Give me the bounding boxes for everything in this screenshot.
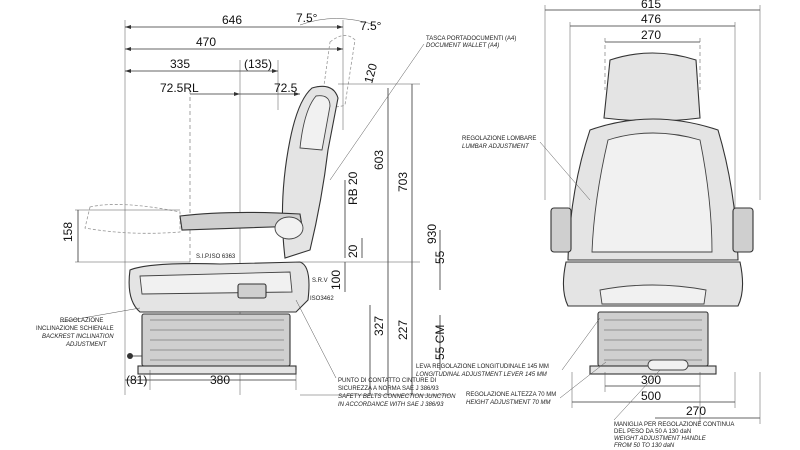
dim-72-5: 72.5 <box>274 81 298 95</box>
callout-document-en: DOCUMENT WALLET (A4) <box>426 43 499 49</box>
side-view: 646 470 335 (135) 72.5RL 72.5 7.5° 7.5° … <box>36 11 516 408</box>
callout-weight-4: FROM 50 TO 130 daN <box>614 443 675 449</box>
dim-327: 327 <box>372 316 386 336</box>
label-iso3462: ISO3462 <box>310 296 334 302</box>
dim-500: 500 <box>641 389 661 403</box>
dim-100: 100 <box>329 270 343 290</box>
callout-seatbelt-4: IN ACCORDANCE WITH SAE J 386/93 <box>338 402 444 408</box>
angle-right: 7.5° <box>360 19 382 33</box>
front-armrest-right <box>732 207 754 253</box>
callout-lumbar-it: REGOLAZIONE LOMBARE <box>462 136 536 142</box>
callout-weight-2: DEL PESO DA 50 A 130 daN <box>614 429 691 435</box>
dim-476: 476 <box>641 12 661 26</box>
dim-615: 615 <box>641 0 661 11</box>
callout-seatbelt-3: SAFETY BELTS CONNECTION JUNCTION <box>338 394 456 400</box>
dim-603: 603 <box>372 150 386 170</box>
dim-300: 300 <box>641 373 661 387</box>
callout-seatbelt-1: PUNTO DI CONTATTO CINTURE DI <box>338 378 437 384</box>
callout-backrest-2: INCLINAZIONE SCHIENALE <box>36 326 114 332</box>
callout-longitudinal-it: LEVA REGOLAZIONE LONGITUDINALE 145 MM <box>416 364 549 370</box>
dim-270-top: 270 <box>641 28 661 42</box>
dim-72-5rl: 72.5RL <box>160 81 199 95</box>
callout-seatbelt-2: SICUREZZA A NORMA SAE J 386/93 <box>338 386 439 392</box>
dim-646: 646 <box>222 13 242 27</box>
callout-lumbar-en: LUMBAR ADJUSTMENT <box>462 144 530 150</box>
dim-20: 20 <box>346 244 360 258</box>
dim-rb20: RB 20 <box>346 171 360 205</box>
dim-135: (135) <box>244 57 272 71</box>
dim-55-cm: 55 CM <box>433 325 447 360</box>
callout-backrest-1: REGOLAZIONE <box>60 318 103 324</box>
callout-longitudinal-en: LONGITUDINAL ADJUSTMENT LEVER 145 MM <box>416 372 547 378</box>
front-armrest-left <box>550 207 572 253</box>
dim-470: 470 <box>196 35 216 49</box>
dim-270-bottom: 270 <box>686 404 706 418</box>
callout-backrest-3: BACKREST INCLINATION <box>42 334 114 340</box>
front-headrest <box>603 52 701 122</box>
dim-55: 55 <box>433 250 447 264</box>
label-srv: S.R.V <box>312 278 328 284</box>
callout-height-en: HEIGHT ADJUSTMENT 70 MM <box>466 400 550 406</box>
dim-120: 120 <box>361 61 380 84</box>
callout-backrest-4: ADJUSTMENT <box>65 342 108 348</box>
dim-335: 335 <box>170 57 190 71</box>
callout-document-it: TASCA PORTADOCUMENTI (A4) <box>426 36 516 42</box>
dim-380: 380 <box>210 373 230 387</box>
callout-weight-3: WEIGHT ADJUSTMENT HANDLE <box>614 436 707 442</box>
callout-height-it: REGOLAZIONE ALTEZZA 70 MM <box>466 392 556 398</box>
dim-158: 158 <box>61 222 75 242</box>
dim-227: 227 <box>396 320 410 340</box>
dim-81: (81) <box>126 373 147 387</box>
dim-930: 930 <box>425 224 439 244</box>
label-sip: S.I.P.ISO 6363 <box>196 254 236 260</box>
dim-703: 703 <box>396 172 410 192</box>
callout-weight-1: MANIGLIA PER REGOLAZIONE CONTINUA <box>614 422 734 428</box>
angle-left: 7.5° <box>296 11 318 25</box>
front-view: 615 476 270 300 500 270 REGOLAZIO <box>416 0 761 449</box>
